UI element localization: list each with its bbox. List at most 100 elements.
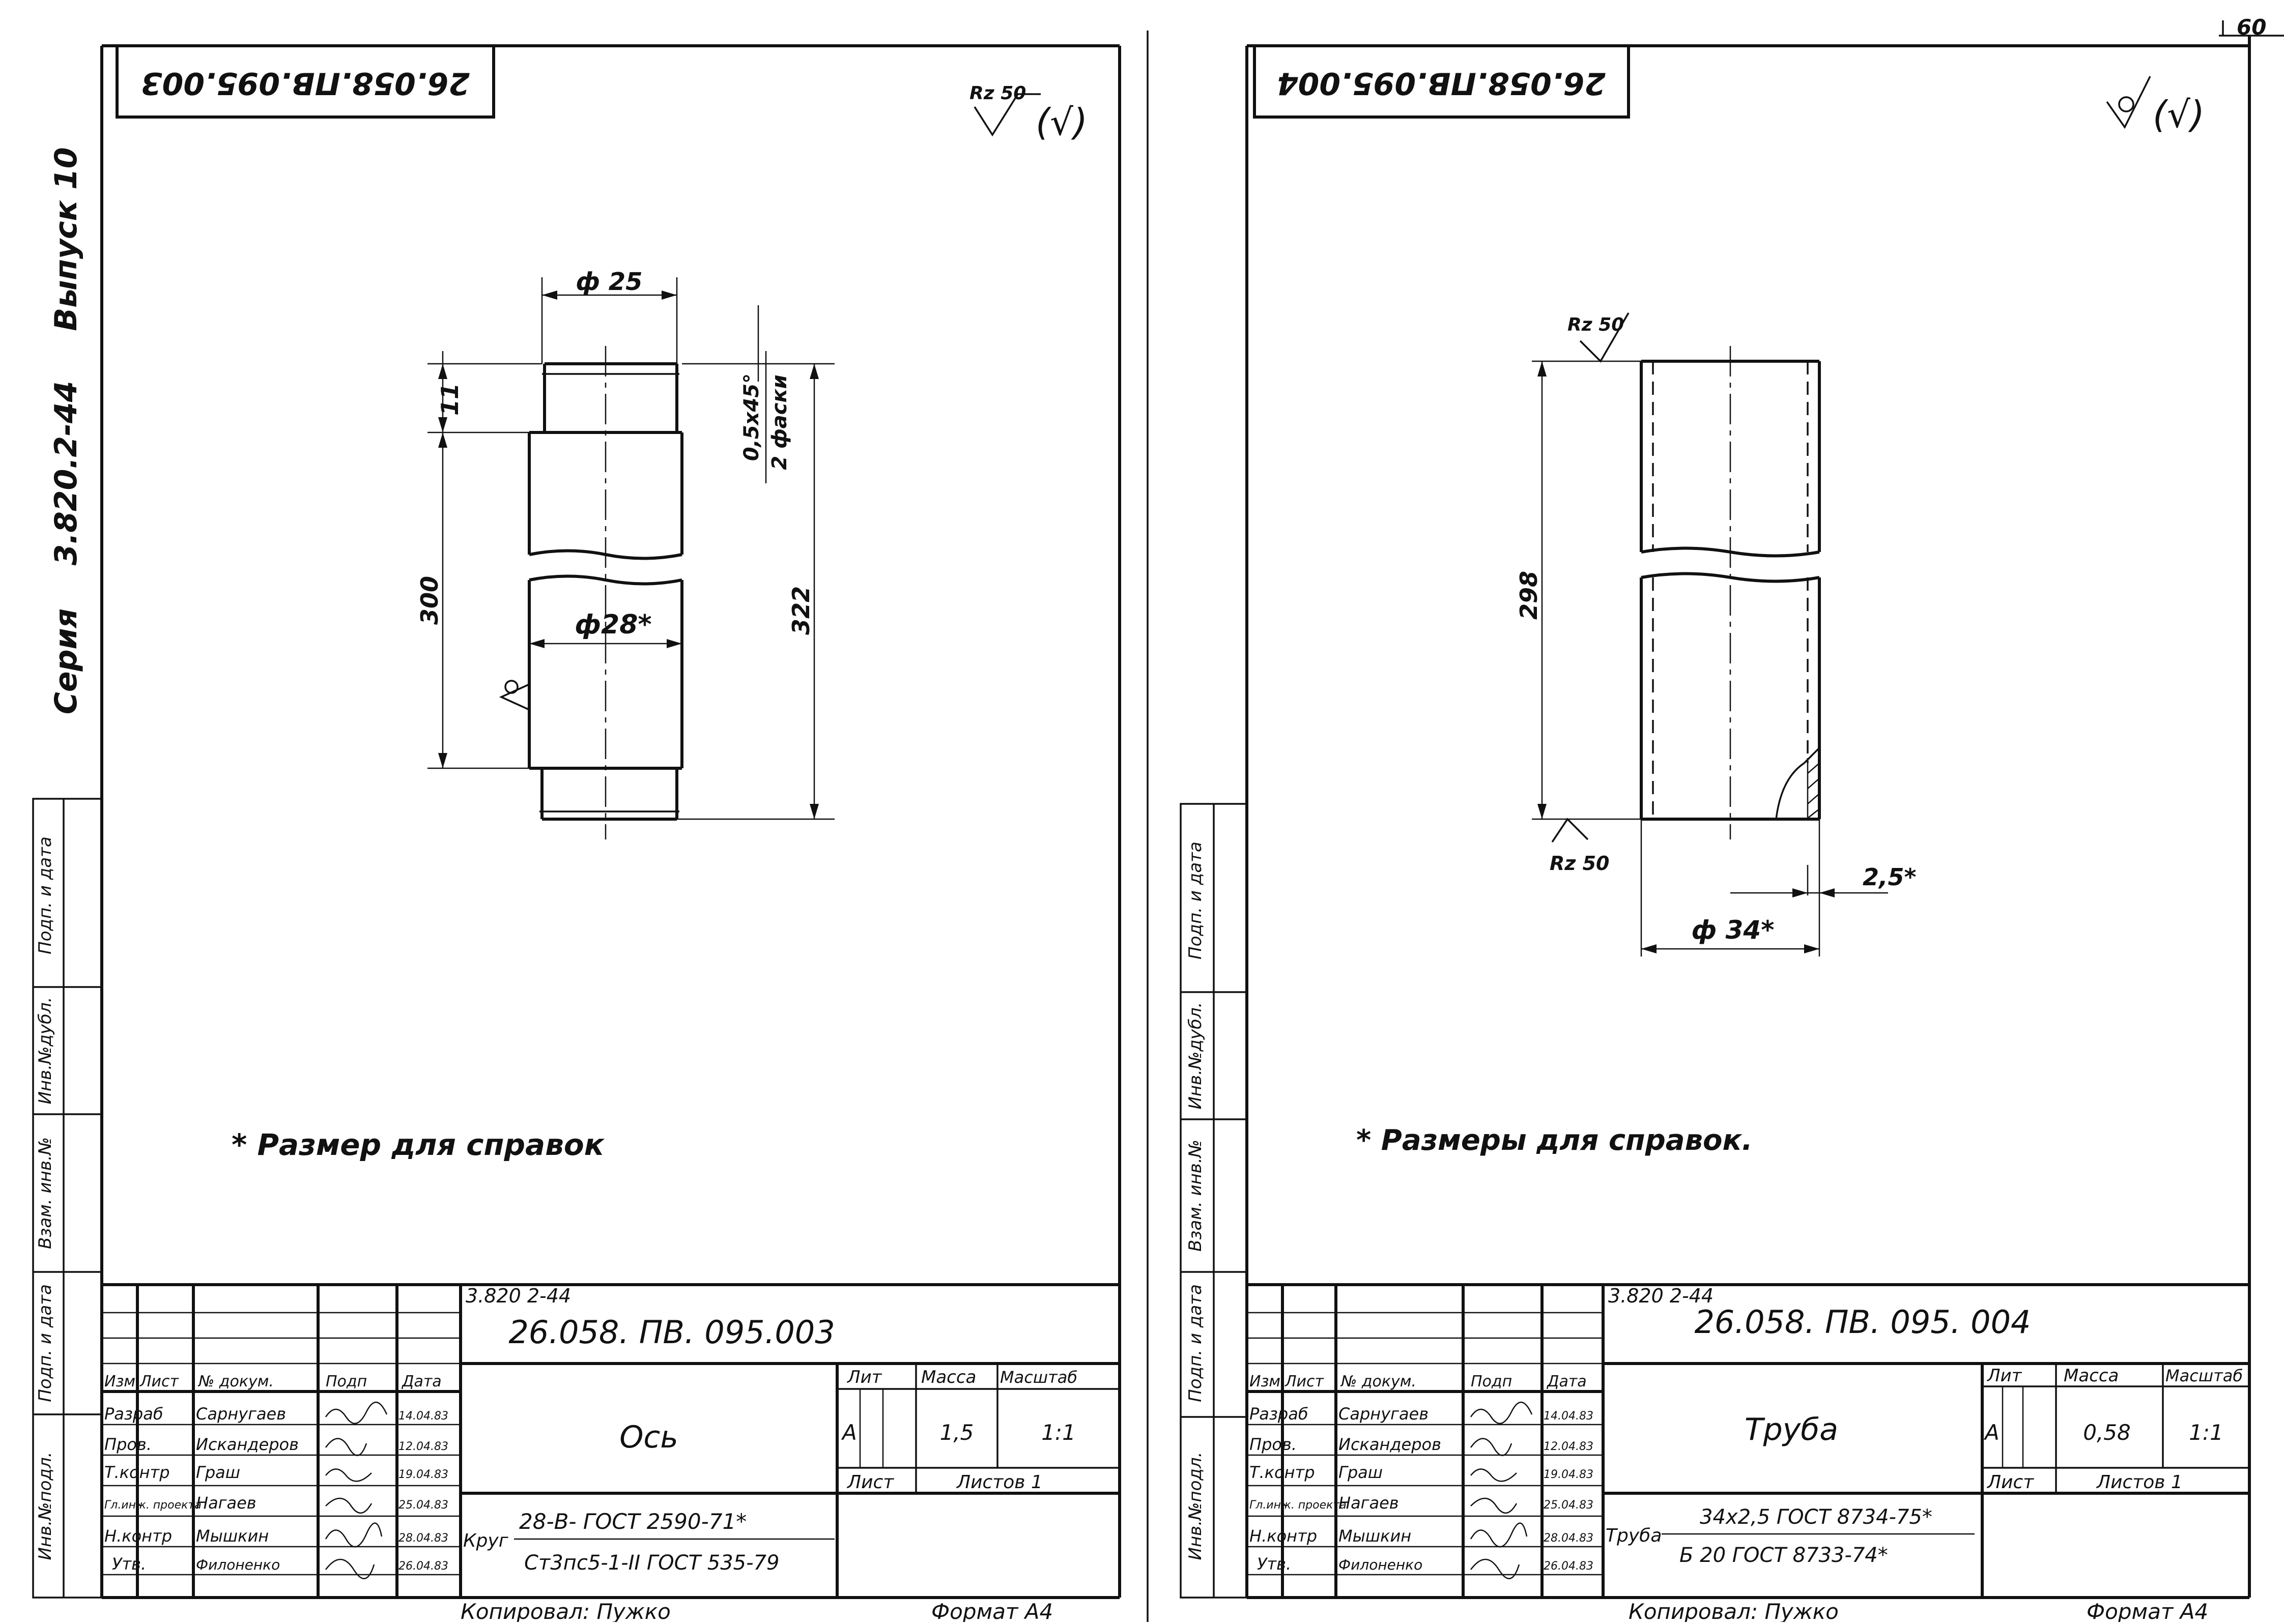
svg-text:Подп. и дата: Подп. и дата	[35, 1284, 55, 1402]
svg-text:Листов 1: Листов 1	[2096, 1472, 2183, 1493]
svg-text:Лист: Лист	[1284, 1373, 1325, 1390]
pipe-drawing: Rz 50 Rz 50 298 2,5* ф 34*	[1515, 312, 1917, 956]
svg-text:2 фаски: 2 фаски	[768, 374, 791, 470]
sheet-left: 26.058.ПВ.095.003 Rz 50 (√) Выпуск 10 3.…	[32, 44, 1121, 1624]
svg-text:Мышкин: Мышкин	[1338, 1526, 1411, 1546]
svg-text:Утв.: Утв.	[1257, 1554, 1291, 1574]
svg-text:Н.контр: Н.контр	[1249, 1526, 1317, 1546]
svg-text:Т.контр: Т.контр	[104, 1463, 170, 1482]
title-block-right: Изм Лист № докум. Подп Дата Разраб Пров.…	[1247, 1283, 2249, 1598]
svg-text:Т.контр: Т.контр	[1249, 1463, 1315, 1482]
svg-text:Труба: Труба	[1606, 1525, 1662, 1546]
svg-text:25.04.83: 25.04.83	[1544, 1499, 1593, 1512]
svg-text:Сарнугаев: Сарнугаев	[1338, 1404, 1429, 1424]
svg-text:Нагаев: Нагаев	[196, 1493, 256, 1513]
svg-text:Листов 1: Листов 1	[956, 1472, 1043, 1493]
svg-text:Подп: Подп	[1471, 1373, 1512, 1390]
corner-code-left: 26.058.ПВ.095.003	[141, 65, 470, 101]
svg-text:Rz 50: Rz 50	[969, 83, 1026, 104]
svg-text:1:1: 1:1	[1041, 1420, 1076, 1445]
part-name-left: Ось	[619, 1419, 678, 1455]
svg-text:Инв.№дубл.: Инв.№дубл.	[1185, 1002, 1206, 1109]
svg-text:(√): (√)	[2153, 93, 2205, 136]
svg-text:28.04.83: 28.04.83	[398, 1532, 448, 1545]
svg-text:Лит: Лит	[1986, 1366, 2022, 1386]
svg-text:Искандеров: Искандеров	[1338, 1435, 1441, 1454]
svg-text:Изм: Изм	[104, 1373, 135, 1390]
svg-text:28-В- ГОСТ 2590-71*: 28-В- ГОСТ 2590-71*	[519, 1509, 747, 1534]
svg-text:Изм: Изм	[1249, 1373, 1280, 1390]
svg-text:322: 322	[787, 586, 815, 635]
svg-text:Масштаб: Масштаб	[1000, 1368, 1077, 1387]
svg-text:Подп. и дата: Подп. и дата	[1185, 842, 1206, 960]
svg-text:1:1: 1:1	[2189, 1420, 2223, 1445]
svg-text:Rz 50: Rz 50	[1550, 852, 1610, 875]
svg-text:Лист: Лист	[846, 1472, 894, 1493]
copied-by-right: Копировал: Пужко	[1629, 1599, 1839, 1622]
svg-text:19.04.83: 19.04.83	[398, 1468, 448, 1481]
series-prefix-label: Серия	[48, 608, 84, 714]
svg-text:Масса: Масса	[2064, 1366, 2119, 1386]
svg-text:25.04.83: 25.04.83	[398, 1499, 448, 1512]
svg-text:А: А	[841, 1420, 857, 1445]
svg-text:300: 300	[416, 576, 443, 625]
note-left: * Размер для справок	[232, 1127, 605, 1162]
svg-text:Филоненко: Филоненко	[1338, 1556, 1422, 1573]
svg-text:(√): (√)	[1036, 101, 1088, 143]
svg-text:Разраб: Разраб	[1249, 1404, 1308, 1424]
svg-text:Подп. и дата: Подп. и дата	[35, 836, 55, 954]
svg-text:Подп: Подп	[326, 1373, 367, 1390]
svg-text:26.04.83: 26.04.83	[398, 1560, 448, 1573]
svg-text:Инв.№подл.: Инв.№подл.	[35, 1452, 55, 1560]
svg-text:Мышкин: Мышкин	[196, 1526, 269, 1546]
svg-text:ф28*: ф28*	[575, 610, 651, 640]
svg-text:Разраб: Разраб	[104, 1404, 163, 1424]
svg-text:Подп. и дата: Подп. и дата	[1185, 1284, 1206, 1402]
format-left: Формат А4	[931, 1599, 1053, 1622]
series-code-label: 3.820.2-44	[48, 381, 84, 566]
svg-text:№ докум.: № докум.	[197, 1373, 274, 1390]
svg-text:19.04.83: 19.04.83	[1544, 1468, 1593, 1481]
doc-number-left: 26.058. ПВ. 095.003	[508, 1314, 835, 1351]
svg-text:Пров.: Пров.	[104, 1435, 152, 1454]
svg-text:Инв.№подл.: Инв.№подл.	[1185, 1452, 1206, 1560]
shaft-drawing: ф 25 ф28* 11 300 322	[416, 268, 835, 839]
svg-text:298: 298	[1515, 571, 1543, 620]
svg-text:Взам. инв.№: Взам. инв.№	[1185, 1140, 1206, 1252]
svg-text:Rz 50: Rz 50	[1567, 314, 1624, 335]
svg-text:3.820 2-44: 3.820 2-44	[466, 1285, 571, 1307]
svg-text:Дата: Дата	[1546, 1373, 1587, 1390]
svg-text:Круг: Круг	[463, 1530, 509, 1551]
svg-text:Инв.№дубл.: Инв.№дубл.	[35, 997, 55, 1104]
svg-text:Нагаев: Нагаев	[1338, 1493, 1399, 1513]
svg-text:А: А	[1983, 1420, 2000, 1445]
roughness-sign-right: (√)	[2106, 76, 2205, 136]
svg-text:0,58: 0,58	[2083, 1420, 2131, 1445]
svg-text:Гл.инж. проекта: Гл.инж. проекта	[104, 1499, 202, 1512]
copied-by-left: Копировал: Пужко	[461, 1599, 671, 1622]
svg-text:2,5*: 2,5*	[1863, 863, 1917, 891]
svg-text:Ст3пс5-1-II ГОСТ 535-79: Ст3пс5-1-II ГОСТ 535-79	[524, 1551, 779, 1575]
svg-text:11: 11	[436, 383, 464, 416]
doc-number-right: 26.058. ПВ. 095. 004	[1694, 1303, 2031, 1341]
svg-text:0,5х45°: 0,5х45°	[740, 373, 763, 461]
svg-text:№ докум.: № докум.	[1340, 1373, 1416, 1390]
svg-text:Пров.: Пров.	[1249, 1435, 1297, 1454]
page-number: 60	[2237, 15, 2266, 40]
svg-text:12.04.83: 12.04.83	[1544, 1440, 1593, 1453]
svg-text:Филоненко: Филоненко	[196, 1556, 280, 1573]
svg-text:26.04.83: 26.04.83	[1544, 1560, 1593, 1573]
svg-text:Н.контр: Н.контр	[104, 1526, 172, 1546]
svg-text:Б 20 ГОСТ 8733-74*: Б 20 ГОСТ 8733-74*	[1679, 1544, 1888, 1567]
svg-text:28.04.83: 28.04.83	[1544, 1532, 1593, 1545]
note-right: * Размеры для справок.	[1356, 1124, 1753, 1157]
issue-label: Выпуск 10	[48, 147, 84, 331]
format-right: Формат А4	[2087, 1599, 2208, 1622]
svg-text:Граш: Граш	[196, 1463, 240, 1482]
svg-text:ф 25: ф 25	[576, 268, 642, 296]
svg-text:Дата: Дата	[401, 1373, 442, 1390]
svg-text:Утв.: Утв.	[112, 1554, 146, 1574]
sheet-right: 26.058.ПВ.095.004 (√) Подп. и дата Инв.№…	[1180, 36, 2251, 1624]
svg-text:Взам. инв.№: Взам. инв.№	[35, 1137, 55, 1249]
